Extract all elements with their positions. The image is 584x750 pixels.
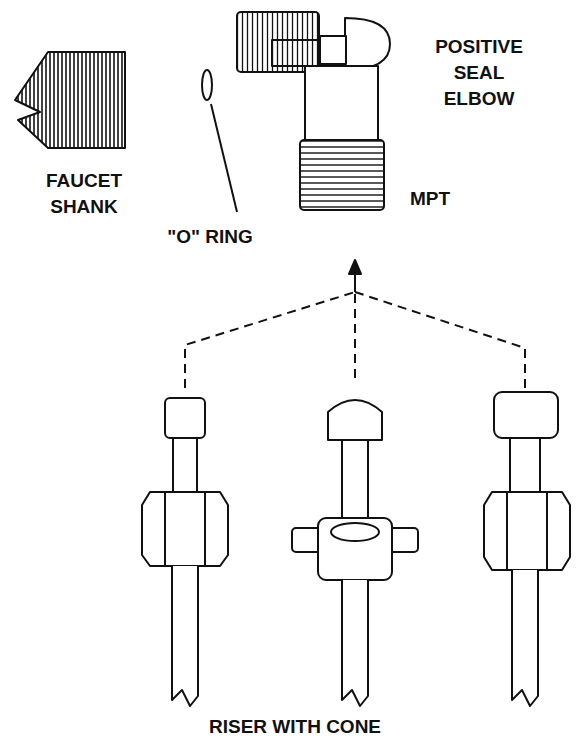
riser-cone bbox=[165, 398, 205, 438]
riser-pipe bbox=[172, 566, 198, 706]
leader-line bbox=[211, 104, 237, 212]
arrow-head bbox=[349, 260, 361, 274]
part-name: RISER WITH CONE bbox=[95, 714, 495, 740]
part-name: POSITIVE SEAL ELBOW bbox=[420, 34, 538, 112]
riser-stem bbox=[173, 438, 197, 492]
riser-stem bbox=[510, 438, 540, 492]
faucet-shank bbox=[15, 52, 125, 148]
nut-edge bbox=[546, 492, 548, 570]
dashed-line bbox=[185, 292, 355, 388]
dashed-line bbox=[355, 292, 525, 388]
hex-nut bbox=[484, 492, 570, 570]
elbow-neck bbox=[320, 36, 346, 64]
hex-nut bbox=[142, 492, 228, 566]
elbow-nut bbox=[237, 12, 319, 72]
riser-stem bbox=[342, 440, 368, 520]
riser-cone bbox=[328, 400, 382, 440]
thread-label: MPT bbox=[380, 186, 480, 212]
o-ring bbox=[202, 70, 212, 100]
wing-nut-body bbox=[318, 518, 392, 580]
nut-edge bbox=[164, 492, 166, 566]
part-name: "O" RING bbox=[110, 224, 310, 250]
mpt-thread bbox=[300, 140, 384, 210]
nut-edge bbox=[506, 492, 508, 570]
elbow-leg bbox=[305, 66, 378, 140]
nut-edge bbox=[204, 492, 206, 566]
riser-cone bbox=[494, 392, 558, 438]
riser-pipe bbox=[512, 570, 538, 706]
nut-ring bbox=[331, 523, 379, 541]
elbow-cap bbox=[345, 18, 390, 70]
riser-pipe bbox=[342, 580, 368, 706]
part-name: FAUCET SHANK bbox=[28, 168, 140, 220]
dashed-line bbox=[354, 292, 356, 378]
